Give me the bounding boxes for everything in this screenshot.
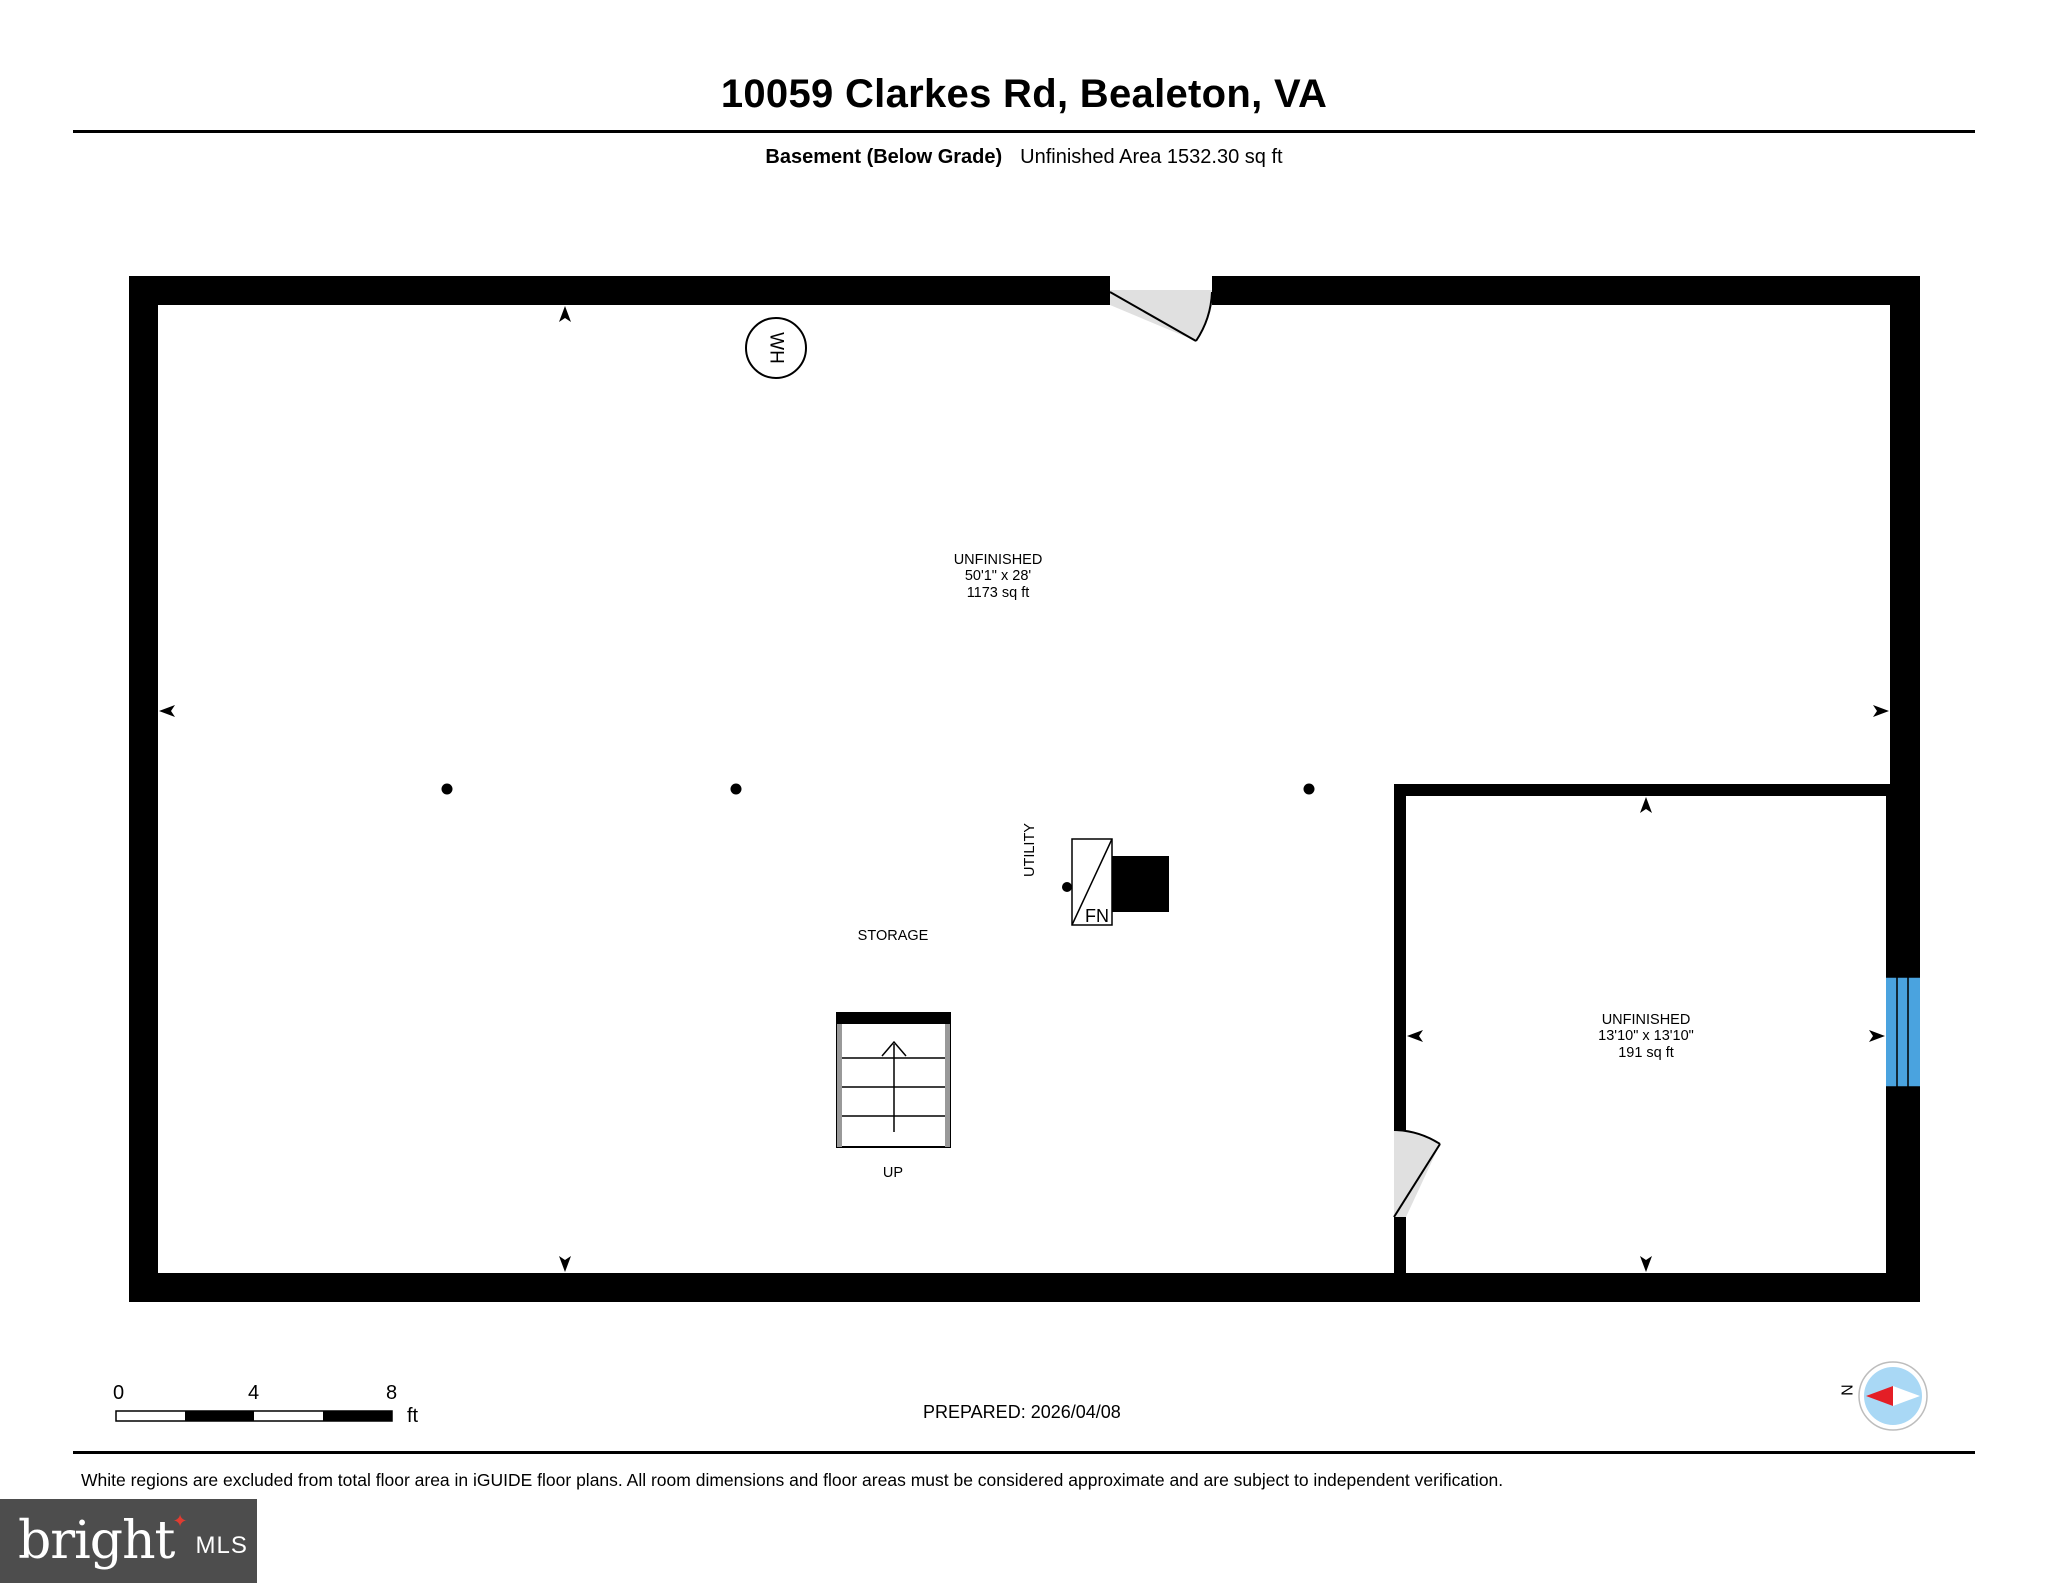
wall-small-room-top — [1394, 784, 1890, 796]
footer-rule — [73, 1451, 1975, 1454]
arrow-left-small — [1407, 1030, 1423, 1042]
wall-left — [129, 276, 158, 1302]
bright-mls-logo: bright✦ MLS — [0, 1499, 257, 1583]
utility-label: UTILITY — [1022, 823, 1038, 877]
wall-bottom — [129, 1273, 1920, 1302]
arrow-down-small — [1640, 1256, 1652, 1272]
area-summary: Unfinished Area 1532.30 sq ft — [1020, 146, 1283, 168]
prepared-date: PREPARED: 2026/04/08 — [923, 1402, 1121, 1422]
wall-right-upper — [1890, 276, 1920, 977]
room-main-dimensions: 50'1" x 28' — [965, 568, 1032, 584]
stairs — [836, 1012, 951, 1148]
compass-north-label: N — [1838, 1384, 1855, 1396]
room-main-area: 1173 sq ft — [967, 585, 1030, 601]
logo-star-icon: ✦ — [172, 1510, 188, 1531]
wall-right-lower — [1890, 1087, 1920, 1302]
wall-top-left — [129, 276, 1110, 305]
interior-door — [1393, 1129, 1441, 1218]
exterior-walls — [129, 276, 1920, 1302]
arrow-down-main — [559, 1256, 571, 1272]
compass-icon: N — [1838, 1361, 1928, 1431]
furnace-symbol: FN — [1071, 838, 1169, 926]
exterior-door — [1109, 276, 1213, 342]
property-address: 10059 Clarkes Rd, Bealeton, VA — [720, 72, 1328, 116]
wall-top-right — [1212, 276, 1920, 305]
scale-tick-8: 8 — [386, 1382, 398, 1404]
post-4 — [1062, 882, 1072, 892]
furnace-block — [1112, 856, 1169, 912]
logo-brand: bright — [18, 1511, 175, 1571]
scale-tick-0: 0 — [113, 1382, 125, 1404]
support-posts — [441, 783, 1315, 892]
arrow-up-small — [1640, 797, 1652, 813]
arrow-right-main — [1873, 705, 1889, 717]
level-label: Basement (Below Grade) — [765, 146, 1003, 168]
room-small-name: UNFINISHED — [1602, 1012, 1691, 1028]
header-rule — [73, 130, 1975, 133]
post-1 — [441, 783, 453, 795]
room-small-dimensions: 13'10" x 13'10" — [1598, 1028, 1694, 1044]
arrow-right-small — [1869, 1030, 1885, 1042]
arrow-left-main — [159, 705, 175, 717]
room-main-name: UNFINISHED — [954, 552, 1043, 568]
dimension-markers — [159, 306, 1889, 1272]
window — [1886, 976, 1920, 1088]
water-heater-label: WH — [766, 332, 787, 364]
room-small-area: 191 sq ft — [1618, 1045, 1674, 1061]
level-summary: Basement (Below Grade) Unfinished Area 15… — [0, 146, 2048, 169]
scale-tick-4: 4 — [248, 1382, 260, 1404]
stairs-direction-label: UP — [883, 1165, 903, 1181]
wall-small-room-left-lower — [1394, 1217, 1406, 1277]
water-heater-symbol: WH — [745, 317, 807, 379]
scale-unit: ft — [407, 1405, 419, 1427]
disclaimer-text: White regions are excluded from total fl… — [81, 1470, 1504, 1490]
furnace-label: FN — [1085, 906, 1109, 926]
post-2 — [730, 783, 742, 795]
post-3 — [1303, 783, 1315, 795]
arrow-up-main — [559, 306, 571, 322]
scale-bar — [115, 1410, 393, 1422]
storage-label: STORAGE — [858, 928, 929, 944]
logo-suffix: MLS — [195, 1532, 248, 1559]
wall-small-room-left-upper — [1394, 784, 1406, 1130]
